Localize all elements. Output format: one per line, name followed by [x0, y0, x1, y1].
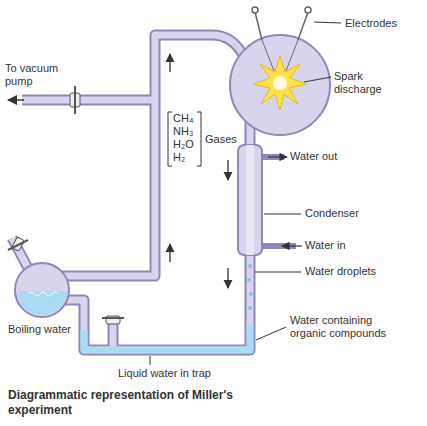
gas-bracket — [168, 112, 201, 166]
condenser-label: Condenser — [305, 207, 359, 220]
electrodes-label: Electrodes — [345, 17, 397, 30]
water-in-label: Water in — [305, 239, 346, 252]
water-out-arrow — [268, 156, 287, 157]
glass-tubing-inner — [12, 35, 250, 350]
figure-caption: Diagrammatic representation of Miller's … — [8, 388, 298, 418]
condenser — [238, 145, 296, 255]
vacuum-arrow — [8, 99, 24, 101]
vacuum-label: To vacuum pump — [5, 62, 67, 88]
water-out-label: Water out — [290, 150, 337, 163]
boiling-water-label: Boiling water — [8, 323, 71, 336]
gas-formula: CH₄ — [173, 112, 193, 125]
gas-formula: H₂ — [173, 151, 185, 164]
spark-label: Spark discharge — [334, 70, 390, 96]
flow-arrow — [170, 54, 228, 288]
spark — [254, 56, 306, 110]
droplets-label: Water droplets — [305, 265, 376, 278]
water-droplets — [247, 264, 253, 310]
gas-formula: H₂O — [173, 138, 194, 151]
stopcock — [8, 86, 124, 324]
leader-line — [150, 22, 341, 365]
gases-label: Gases — [205, 133, 237, 146]
boiling-flask — [15, 263, 69, 317]
trap-label: Liquid water in trap — [118, 367, 211, 380]
spark-flask — [230, 35, 330, 135]
water-in-arrow — [282, 245, 302, 246]
gas-formula: NH₃ — [173, 125, 193, 138]
trap-water — [84, 325, 250, 350]
organic-water-label: Water containing organic compounds — [290, 314, 404, 340]
glass-tubing — [12, 35, 250, 350]
